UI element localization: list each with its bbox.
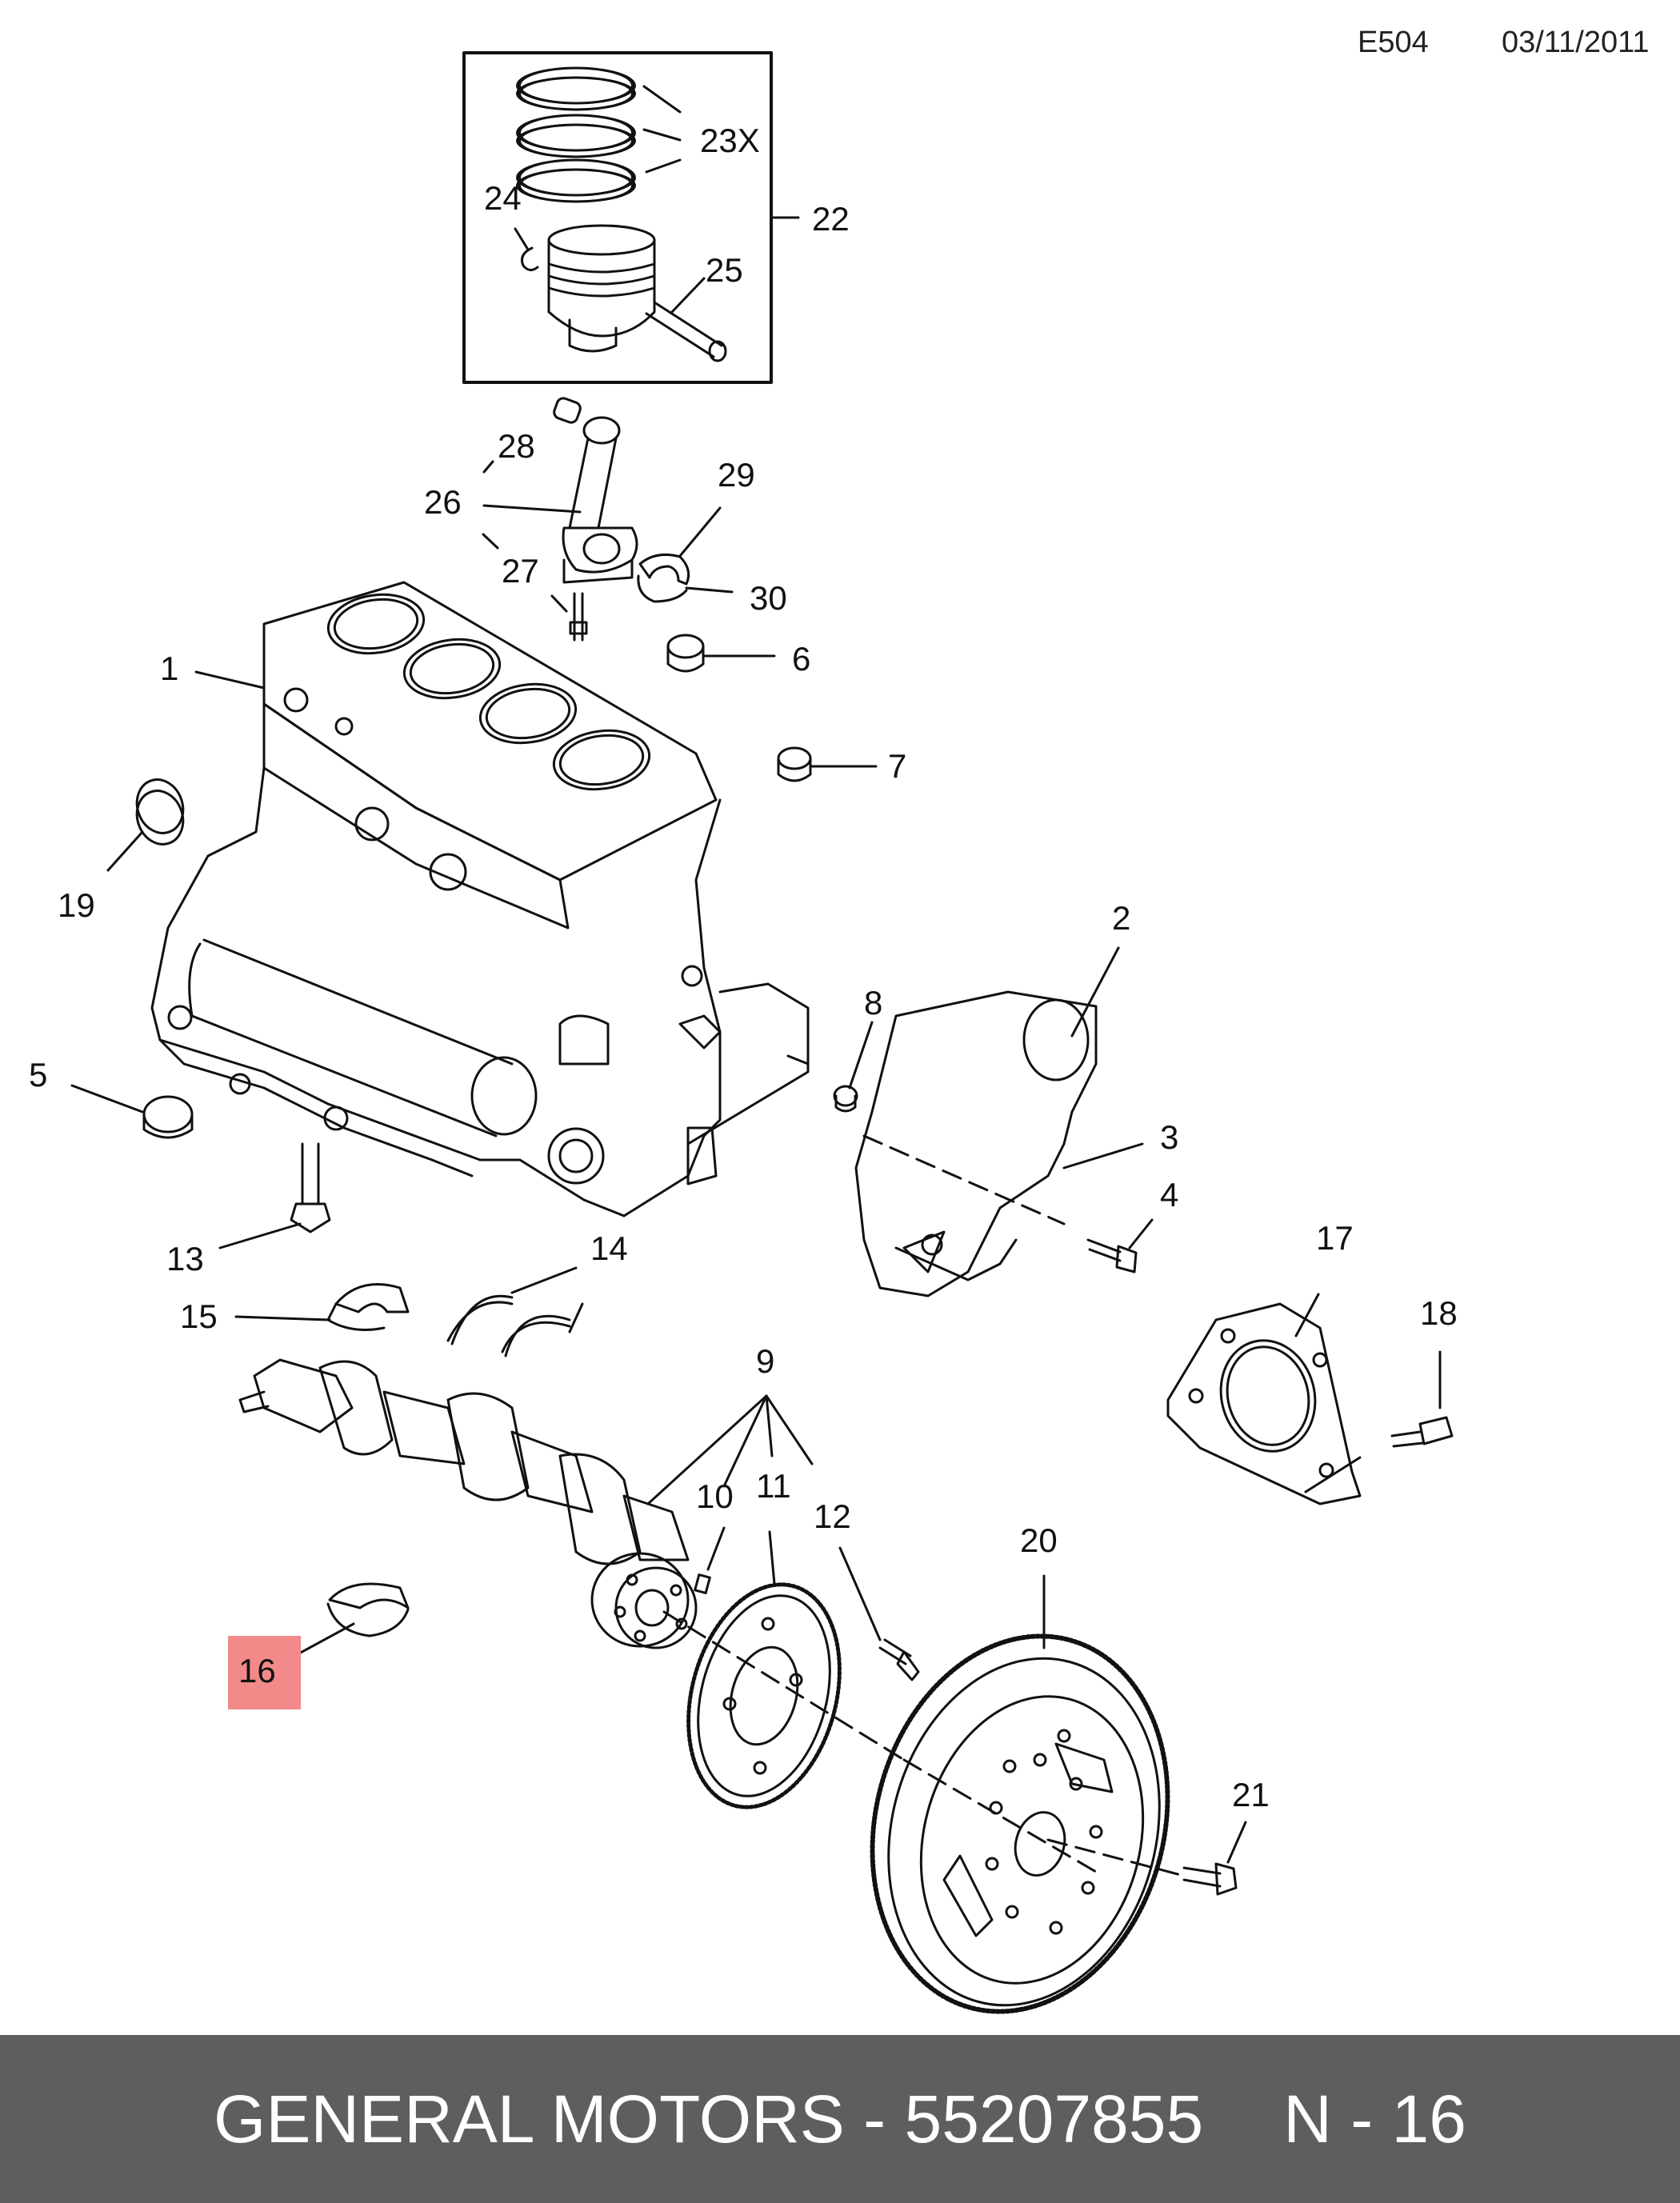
callout-28: 28 <box>498 427 535 465</box>
callout-27: 27 <box>502 552 539 590</box>
callout-5: 5 <box>29 1056 47 1094</box>
connecting-rod <box>482 397 776 673</box>
callout-20: 20 <box>1020 1521 1058 1559</box>
piston-kit-inset <box>462 51 800 384</box>
callout-11: 11 <box>756 1467 791 1505</box>
flywheel <box>870 1574 1247 2014</box>
diagram-code: E504 <box>1358 26 1429 59</box>
callout-23x: 23X <box>700 122 760 159</box>
bolt-13 <box>218 1142 331 1249</box>
callout-25: 25 <box>706 251 743 289</box>
callout-17: 17 <box>1316 1219 1354 1257</box>
callout-3: 3 <box>1160 1118 1178 1156</box>
crankshaft <box>238 1358 1098 1873</box>
footer-position-ref: N - 16 <box>1283 2081 1466 2157</box>
diagram-date: 03/11/2011 <box>1502 26 1650 59</box>
bearing-shell-16 <box>296 1582 410 1656</box>
engine-block <box>150 581 810 1217</box>
callout-12: 12 <box>814 1497 851 1535</box>
callout-15: 15 <box>180 1297 218 1335</box>
callout-30: 30 <box>750 579 787 617</box>
exploded-parts-diagram: 23X 24 22 25 28 29 26 27 30 6 1 7 19 2 8… <box>29 51 1458 2014</box>
timing-gear <box>646 1394 920 1809</box>
footer-bar: GENERAL MOTORS - 55207855 N - 16 <box>0 2035 1680 2203</box>
callout-2: 2 <box>1112 899 1130 937</box>
callout-10: 10 <box>696 1477 734 1515</box>
main-bearing-shells <box>234 1266 584 1357</box>
callout-7: 7 <box>888 747 906 785</box>
seal-carrier <box>1166 1293 1454 1505</box>
rear-plate <box>854 946 1154 1297</box>
callout-24: 24 <box>484 179 522 217</box>
callout-labels: 23X 24 22 25 28 29 26 27 30 6 1 7 19 2 8… <box>29 122 1458 1813</box>
callout-19: 19 <box>58 886 95 924</box>
callout-29: 29 <box>718 456 755 494</box>
callout-16: 16 <box>238 1652 276 1689</box>
callout-9: 9 <box>756 1342 774 1380</box>
dowels <box>777 746 878 1113</box>
bearing-sleeves <box>70 778 194 1139</box>
callout-26: 26 <box>424 483 462 521</box>
callout-13: 13 <box>166 1240 204 1277</box>
callout-18: 18 <box>1420 1294 1458 1332</box>
callout-4: 4 <box>1160 1176 1178 1213</box>
callout-22: 22 <box>812 200 850 238</box>
callout-6: 6 <box>792 640 810 678</box>
callout-14: 14 <box>590 1229 628 1267</box>
footer-brand-part: GENERAL MOTORS - 55207855 <box>214 2081 1204 2157</box>
callout-8: 8 <box>864 984 882 1022</box>
callout-1: 1 <box>160 650 178 687</box>
callout-21: 21 <box>1232 1776 1270 1813</box>
highlight-box-16 <box>228 1636 301 1709</box>
